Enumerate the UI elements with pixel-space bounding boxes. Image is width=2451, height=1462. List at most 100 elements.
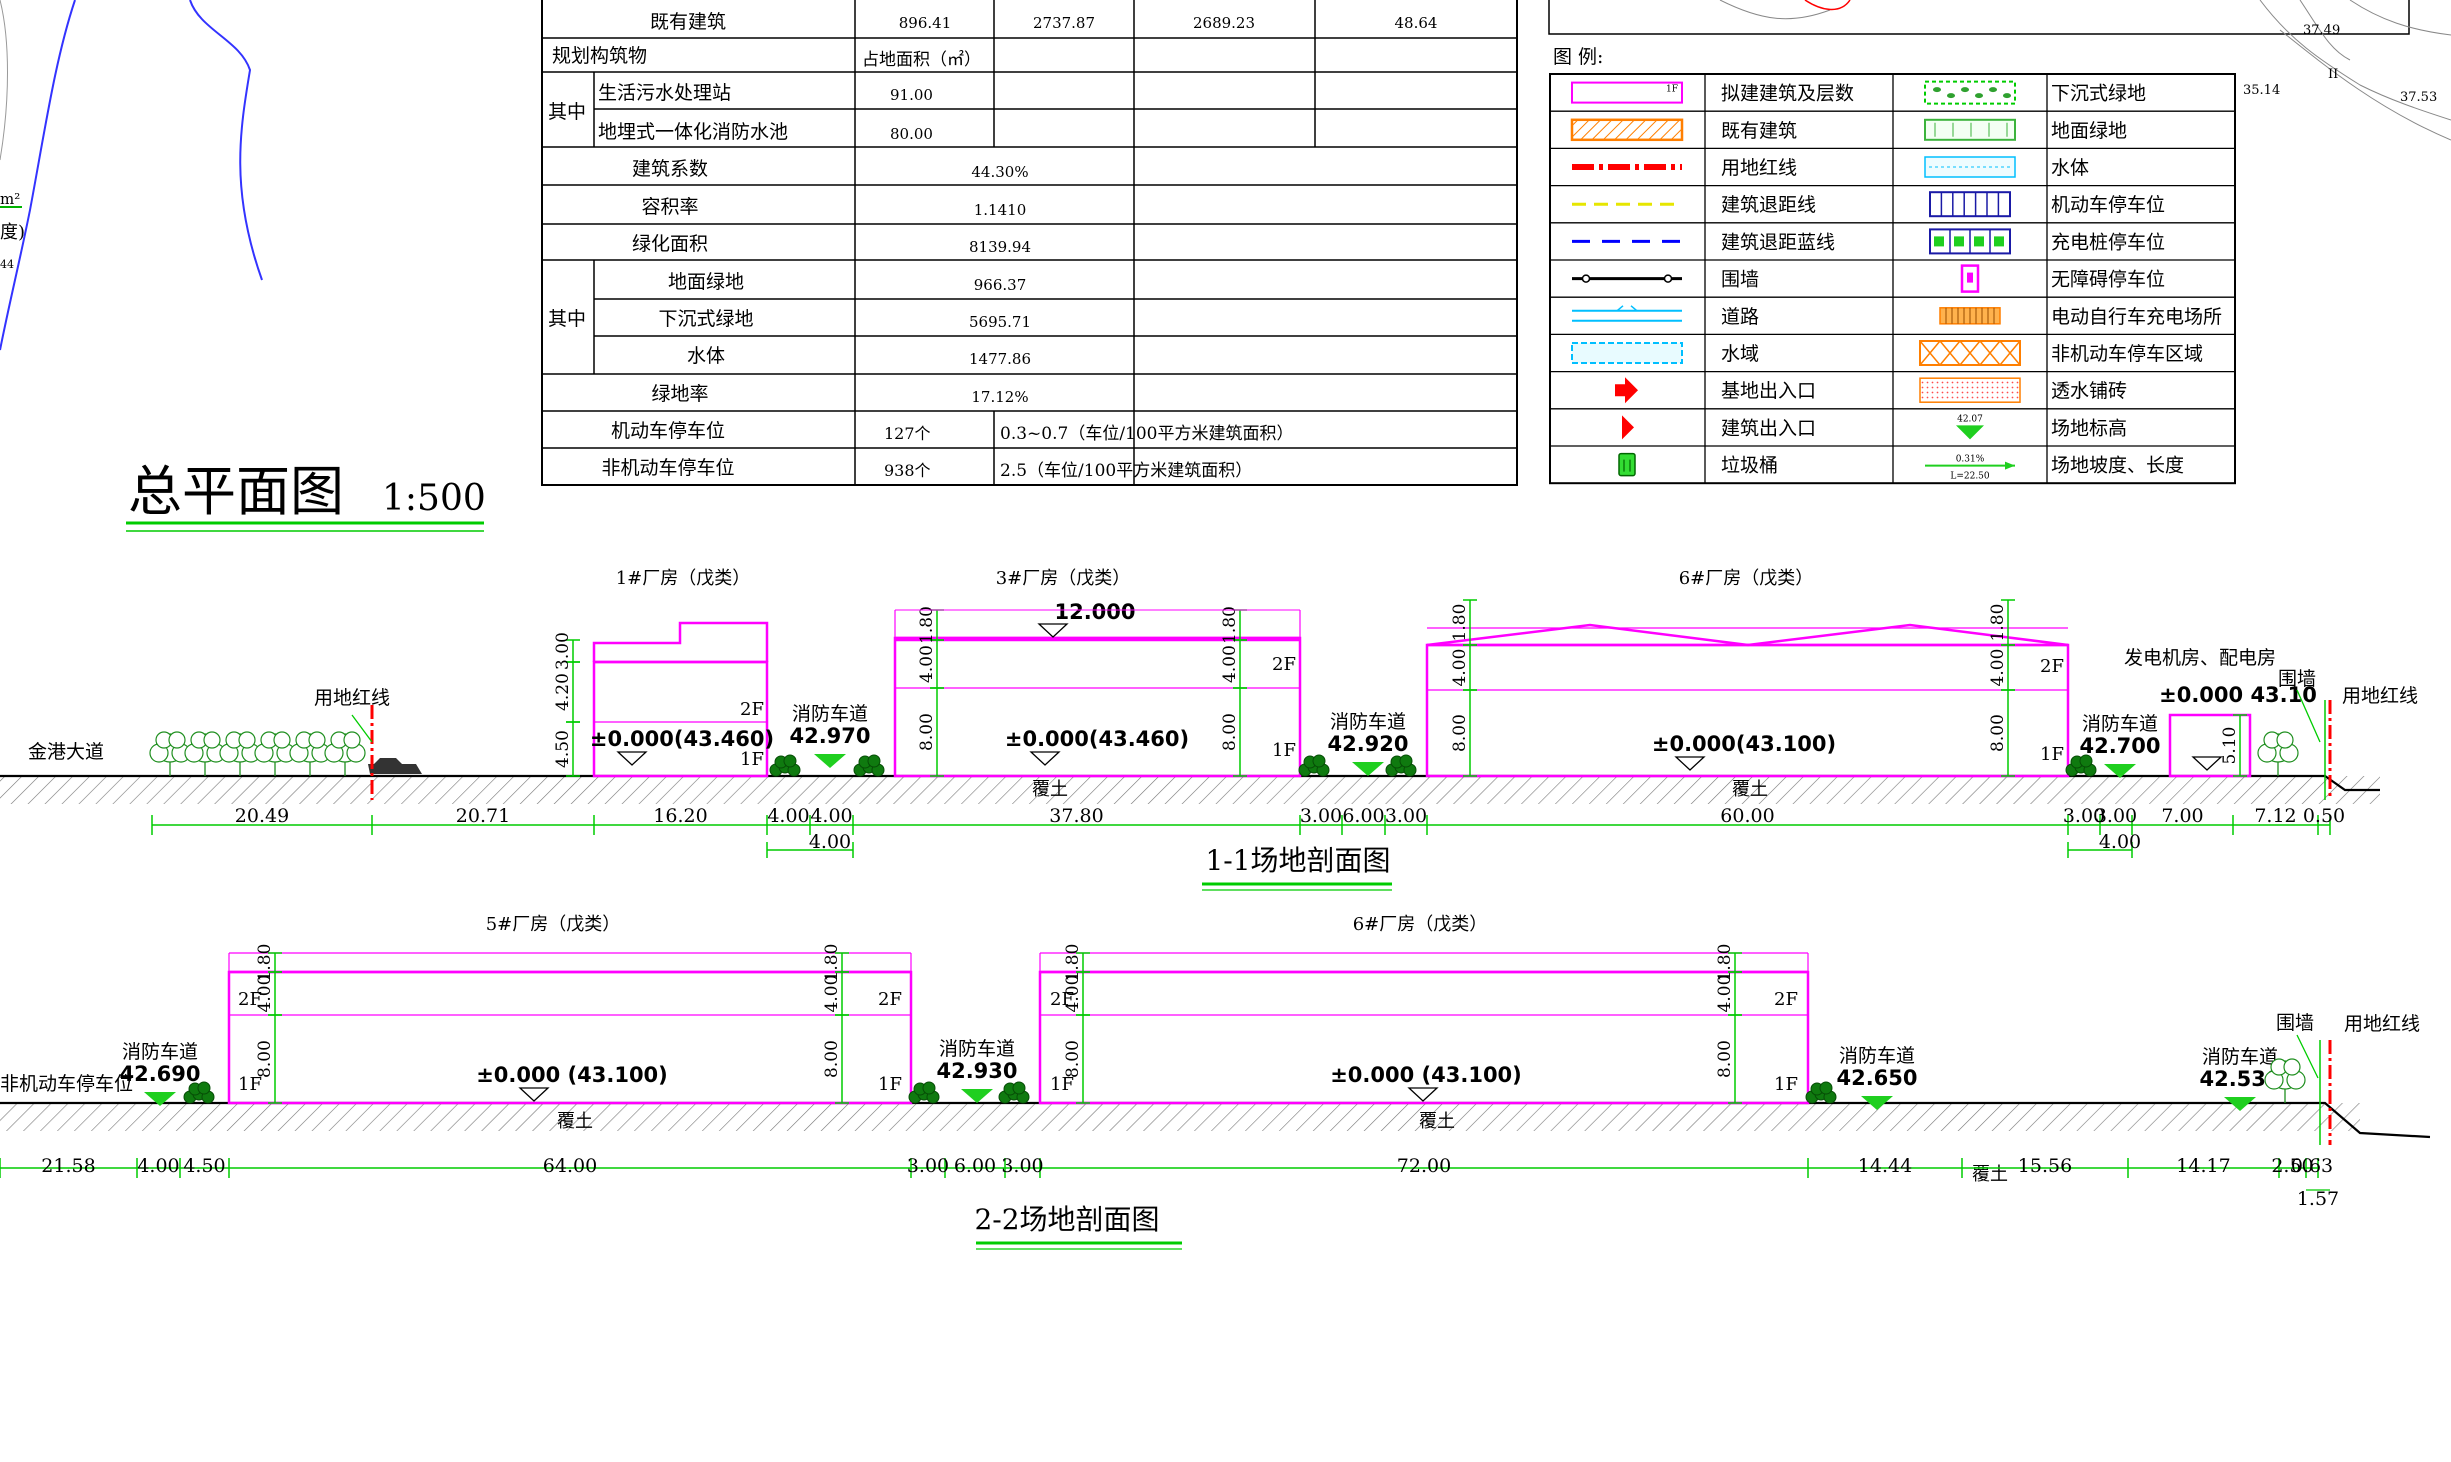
- row-value: 938个: [884, 461, 931, 480]
- row-value: 80.00: [890, 125, 933, 143]
- height-dimension: 8.00: [822, 1040, 842, 1078]
- height-dimension: 4.00: [917, 645, 937, 683]
- width-dimension: 4.00: [767, 805, 809, 827]
- legend-label: 充电桩停车位: [2051, 231, 2165, 253]
- floor-label: 2F: [878, 989, 902, 1010]
- row-value: 966.37: [974, 276, 1027, 294]
- fill-label: 覆土: [1032, 779, 1068, 800]
- building-name: 1#厂房（戊类）: [616, 568, 751, 589]
- floor-elevation: ±0.000(43.460): [590, 727, 774, 751]
- section-1-1: 金港大道用地红线1#厂房（戊类）2F1F±0.000(43.460)4.504.…: [0, 568, 2418, 891]
- sunken-green-icon: [1924, 80, 2016, 105]
- paren-fragment: 度): [0, 222, 25, 243]
- width-dimension: 3.00: [1300, 805, 1342, 827]
- floor-elevation: ±0.000(43.100): [1652, 732, 1836, 756]
- row-value: 44.30%: [971, 163, 1028, 181]
- slope-tag: 0.31%: [1956, 455, 1985, 465]
- floor-label: 2F: [238, 989, 262, 1010]
- roof-elevation: 12.000: [1054, 600, 1135, 624]
- shrub-icon: [1298, 754, 1330, 777]
- width-dimension: 15.56: [2018, 1155, 2072, 1177]
- row-value: 127个: [884, 424, 931, 443]
- legend-label: 既有建筑: [1721, 120, 1797, 142]
- red-line-label: 用地红线: [2342, 685, 2418, 707]
- tree-icon: [2257, 731, 2299, 776]
- existing-building-icon: [1570, 118, 1684, 142]
- elevation-marker: [1352, 762, 1384, 776]
- row-label: 规划构筑物: [552, 45, 647, 67]
- legend-label: 拟建建筑及层数: [1721, 83, 1854, 105]
- legend-label: 地面绿地: [2051, 120, 2127, 142]
- building-name: 3#厂房（戊类）: [996, 568, 1131, 589]
- fill-label: 覆土: [1419, 1111, 1455, 1132]
- fill-label: 覆土: [1732, 779, 1768, 800]
- legend-label: 建筑退距线: [1721, 194, 1816, 216]
- elevation-marker: [2104, 764, 2136, 778]
- row-label: 下沉式绿地: [658, 308, 753, 330]
- legend-label: 电动自行车充电场所: [2051, 306, 2222, 328]
- row-value: 8139.94: [969, 238, 1031, 256]
- legend-label: 围墙: [1721, 269, 1759, 291]
- width-dimension: 14.44: [1858, 1155, 1912, 1177]
- row-value: 2689.23: [1193, 14, 1255, 32]
- section-title: 1-1场地剖面图: [1205, 844, 1390, 877]
- legend-label: 场地坡度、长度: [2051, 455, 2184, 477]
- floor-elevation-marker: [1407, 1087, 1439, 1102]
- fire-lane-label: 消防车道: [122, 1041, 198, 1063]
- height-dimension: 1.80: [1220, 606, 1240, 644]
- charging-parking-icon: [1929, 228, 2011, 255]
- car-icon: [368, 758, 422, 774]
- elevation-marker: [2224, 1097, 2256, 1111]
- accessible-parking-icon: [1960, 264, 1980, 293]
- width-dimension: 72.00: [1397, 1155, 1451, 1177]
- fire-lane-elevation: 42.700: [2079, 734, 2160, 758]
- width-dimension: 4.50: [183, 1155, 225, 1177]
- floor-elevation: ±0.000 (43.100): [1330, 1063, 1522, 1087]
- shrub-icon: [769, 754, 801, 777]
- height-dimension: 4.00: [1450, 649, 1470, 687]
- row-value: 17.12%: [971, 388, 1028, 406]
- length-tag: L=22.50: [1950, 472, 1990, 482]
- row-label: 容积率: [641, 196, 698, 218]
- legend-label: 建筑退距蓝线: [1721, 231, 1835, 253]
- floor-elevation-marker: [2191, 756, 2223, 771]
- plan-title: 总平面图 1:500: [126, 460, 486, 532]
- site-entrance-arrow-icon: [1615, 377, 1638, 404]
- height-dimension: 1.80: [1988, 604, 2008, 642]
- factory-section: [227, 970, 913, 1105]
- ground-hatch: [0, 1103, 2360, 1131]
- height-dimension: 4.00: [822, 975, 842, 1013]
- shrub-icon: [183, 1081, 215, 1104]
- tree-icon: [289, 731, 331, 776]
- row-label: 生活污水处理站: [598, 82, 731, 104]
- elevation-marker: [961, 1089, 993, 1103]
- height-dimension: 3.00: [553, 632, 573, 670]
- legend-label: 非机动车停车区域: [2051, 343, 2203, 365]
- fire-lane-elevation: 42.690: [119, 1062, 200, 1086]
- plan-title-main: 总平面图: [128, 460, 344, 523]
- building-name: 5#厂房（戊类）: [486, 914, 621, 935]
- floor-label: 2F: [1272, 654, 1296, 675]
- slope-icon: 0.31% L=22.50: [1925, 455, 2015, 482]
- width-dimension: 2.50: [2271, 1155, 2313, 1177]
- floor-tag: 1F: [1666, 85, 1678, 95]
- row-label: 绿地率: [651, 383, 708, 405]
- width-dimension: 0.63: [2291, 1155, 2333, 1177]
- width-dimension: 4.00: [137, 1155, 179, 1177]
- area-label: 非机动车停车位: [0, 1073, 133, 1095]
- legend-label: 场地标高: [2051, 417, 2127, 439]
- factory-section: [1038, 970, 1810, 1105]
- shrub-icon: [908, 1081, 940, 1104]
- width-dimension: 3.00: [1001, 1155, 1043, 1177]
- floor-label: 1F: [1774, 1074, 1798, 1095]
- height-dimension: 8.00: [917, 713, 937, 751]
- fire-lane-label: 消防车道: [1839, 1045, 1915, 1067]
- width-dimension: 20.71: [456, 805, 510, 827]
- row-value: 5695.71: [969, 313, 1031, 331]
- bike-parking-icon: [1919, 340, 2021, 366]
- fire-lane-label: 消防车道: [2082, 713, 2158, 735]
- tree-icon: [219, 731, 261, 776]
- ebike-charging-icon: [1939, 307, 2001, 325]
